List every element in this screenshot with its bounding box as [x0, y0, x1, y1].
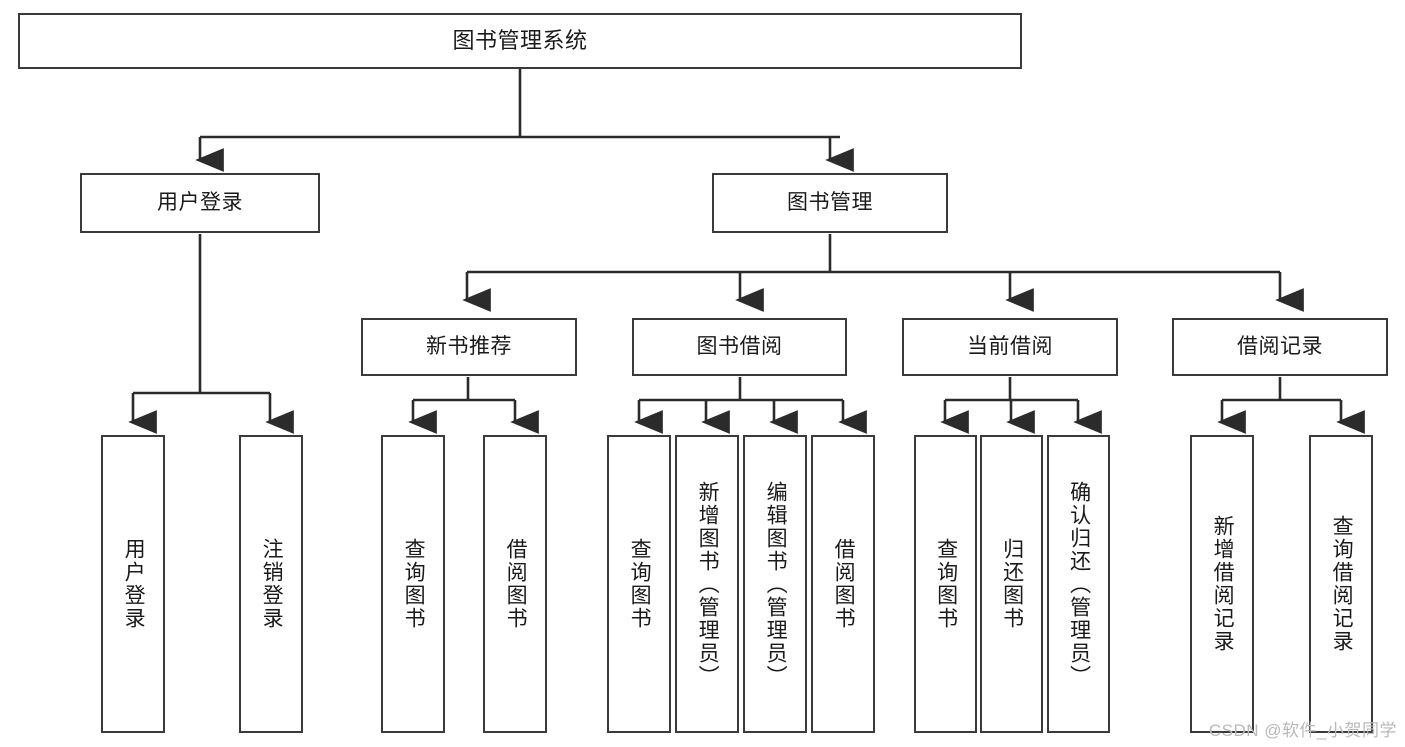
- node-label: 用户登录: [157, 191, 243, 215]
- node-label: 图书管理: [787, 191, 873, 215]
- leaf-user-login-signin[interactable]: 用户登录: [101, 435, 165, 733]
- node-label: 新增图书（管理员）: [696, 480, 720, 688]
- node-label: 确认归还（管理员）: [1067, 480, 1091, 688]
- node-book-borrow[interactable]: 图书借阅: [632, 318, 847, 376]
- node-root-book-management-system[interactable]: 图书管理系统: [18, 13, 1022, 69]
- node-label: 注销登录: [260, 538, 284, 630]
- node-label: 新增借阅记录: [1211, 515, 1235, 653]
- node-book-management[interactable]: 图书管理: [712, 173, 948, 233]
- node-label: 当前借阅: [967, 335, 1053, 359]
- node-label: 图书管理系统: [452, 27, 588, 53]
- watermark-csdn: CSDN @软件_小贺同学: [1208, 721, 1397, 740]
- node-label: 查询图书: [628, 538, 652, 630]
- leaf-user-login-signout[interactable]: 注销登录: [239, 435, 303, 733]
- node-label: 用户登录: [122, 538, 146, 630]
- node-label: 借阅图书: [832, 538, 856, 630]
- node-current-borrow[interactable]: 当前借阅: [902, 318, 1118, 376]
- node-label: 借阅记录: [1237, 335, 1323, 359]
- node-label: 查询图书: [402, 538, 426, 630]
- leaf-borrow-borrow-book[interactable]: 借阅图书: [811, 435, 875, 733]
- leaf-borrow-query-book[interactable]: 查询图书: [607, 435, 671, 733]
- leaf-record-query-borrow-record[interactable]: 查询借阅记录: [1309, 435, 1373, 733]
- node-label: 新书推荐: [426, 335, 512, 359]
- node-label: 查询图书: [934, 538, 958, 630]
- leaf-new-book-borrow[interactable]: 借阅图书: [483, 435, 547, 733]
- node-label: 编辑图书（管理员）: [764, 480, 788, 688]
- node-label: 查询借阅记录: [1330, 515, 1354, 653]
- node-label: 借阅图书: [504, 538, 528, 630]
- node-new-book-recommend[interactable]: 新书推荐: [361, 318, 577, 376]
- node-label: 归还图书: [1000, 538, 1024, 630]
- node-label: 图书借阅: [696, 335, 783, 359]
- node-user-login[interactable]: 用户登录: [80, 173, 320, 233]
- leaf-borrow-add-book-admin[interactable]: 新增图书（管理员）: [675, 435, 739, 733]
- node-borrow-record[interactable]: 借阅记录: [1172, 318, 1388, 376]
- leaf-borrow-edit-book-admin[interactable]: 编辑图书（管理员）: [743, 435, 807, 733]
- leaf-record-add-borrow-record[interactable]: 新增借阅记录: [1190, 435, 1254, 733]
- leaf-current-return-book[interactable]: 归还图书: [980, 435, 1043, 733]
- leaf-current-query-book[interactable]: 查询图书: [914, 435, 977, 733]
- leaf-current-confirm-return-admin[interactable]: 确认归还（管理员）: [1047, 435, 1110, 733]
- leaf-new-book-query[interactable]: 查询图书: [381, 435, 445, 733]
